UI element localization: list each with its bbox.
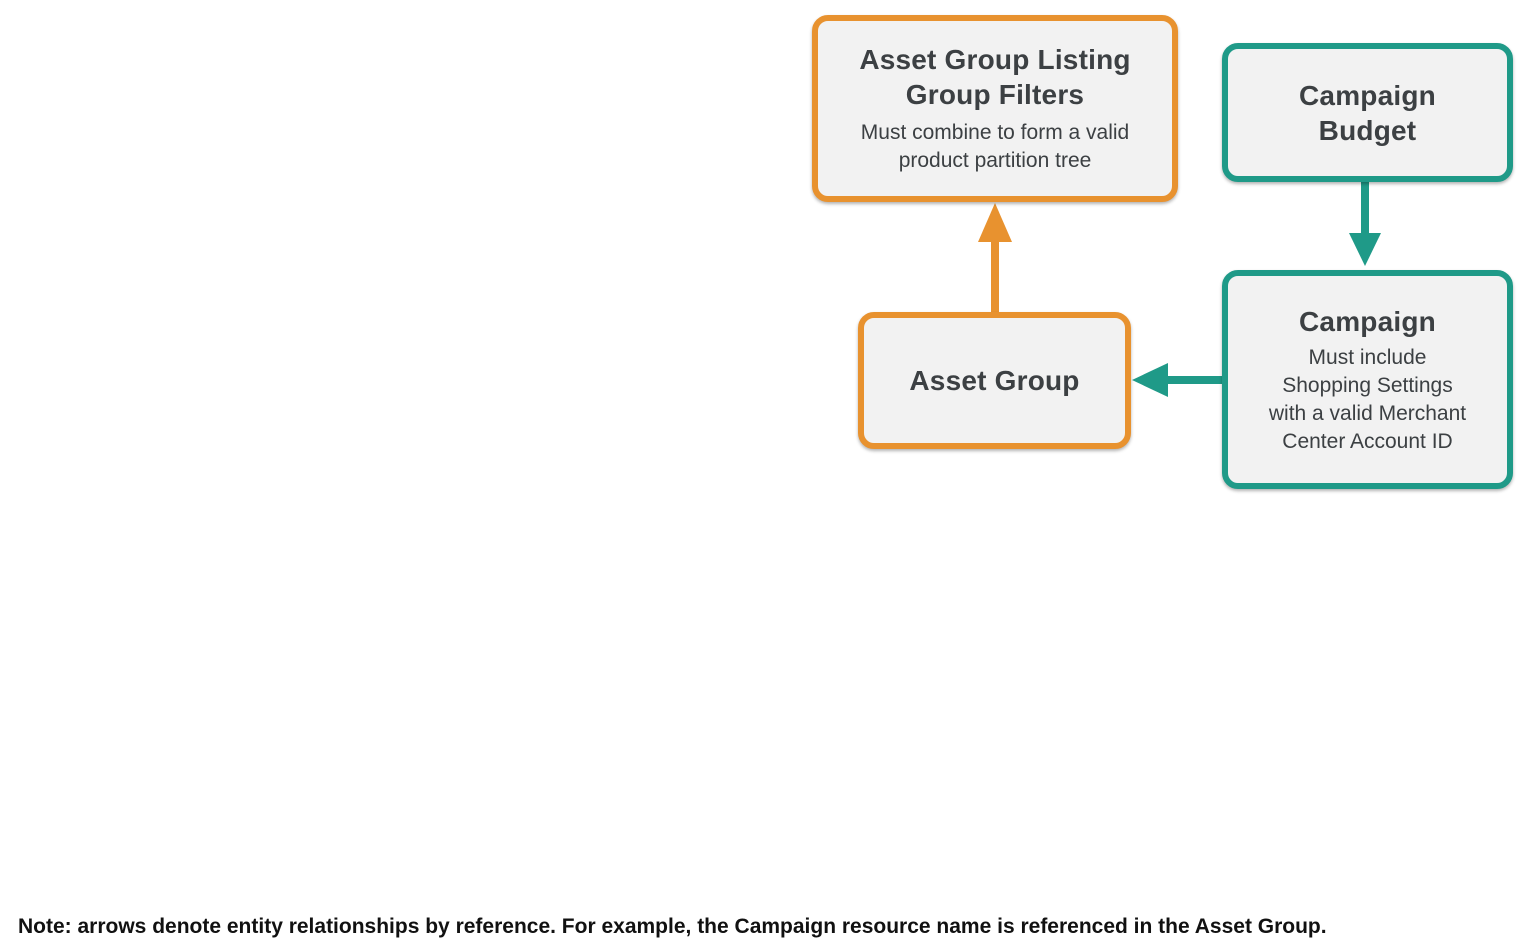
node-subtitle: Must include Shopping Settings with a va…: [1269, 344, 1466, 456]
title-line: Campaign: [1299, 305, 1436, 337]
node-title: Campaign: [1299, 304, 1436, 339]
subtitle-line: Center Account ID: [1282, 429, 1453, 453]
node-campaign-budget: Campaign Budget: [1222, 43, 1513, 182]
node-subtitle: Must combine to form a valid product par…: [861, 119, 1129, 175]
title-line: Asset Group Listing: [859, 44, 1131, 75]
title-line: Campaign: [1299, 79, 1436, 111]
arrow-campaign-to-asset-group-icon: [1132, 363, 1222, 397]
subtitle-line: Shopping Settings: [1282, 373, 1453, 397]
node-asset-group-listing-group-filters: Asset Group Listing Group Filters Must c…: [812, 15, 1178, 202]
node-campaign: Campaign Must include Shopping Settings …: [1222, 270, 1513, 489]
node-title: Campaign Budget: [1299, 78, 1436, 148]
arrow-campaign-budget-to-campaign-icon: [1349, 182, 1381, 266]
subtitle-line: Must include: [1308, 345, 1427, 369]
node-title: Asset Group: [909, 363, 1079, 398]
title-line: Budget: [1318, 114, 1417, 146]
arrow-asset-group-to-listing-filters-icon: [978, 203, 1012, 312]
footnote: Note: arrows denote entity relationships…: [18, 915, 1327, 938]
subtitle-line: with a valid Merchant: [1268, 401, 1467, 425]
title-line: Group Filters: [905, 79, 1085, 110]
node-title: Asset Group Listing Group Filters: [859, 42, 1130, 112]
node-asset-group: Asset Group: [858, 312, 1131, 449]
title-line: Asset Group: [909, 365, 1080, 396]
subtitle-line: product partition tree: [898, 149, 1092, 172]
subtitle-line: Must combine to form a valid: [860, 121, 1130, 144]
